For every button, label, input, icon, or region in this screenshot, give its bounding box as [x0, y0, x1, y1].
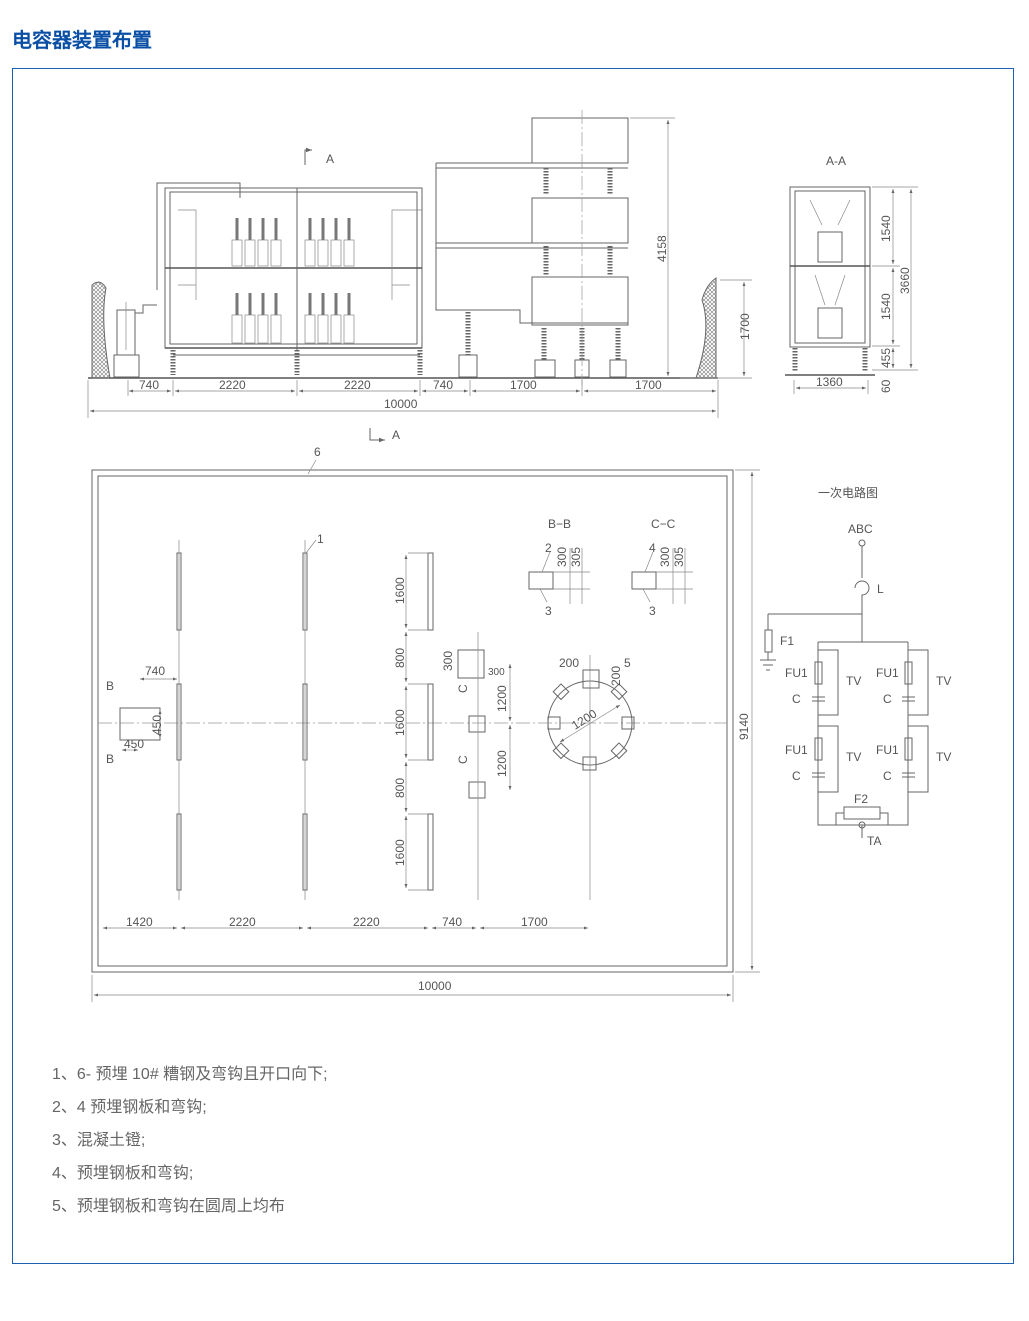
fuse-label: FU1 [785, 743, 808, 757]
ct-label: TA [867, 834, 881, 848]
elev-dim: 740 [433, 378, 453, 392]
elev-dim: 2220 [344, 378, 371, 392]
elev-total: 10000 [384, 397, 418, 411]
section-mark-b: B [106, 679, 114, 693]
primary-circuit-diagram: 一次电路图 ABC L F1 FU1 FU1 FU1 FU1 TV TV TV … [760, 485, 951, 848]
page-title: 电容器装置布置 [12, 30, 152, 52]
notes-list: 1、6- 预埋 10# 糟钢及弯钩且开口向下; 2、4 预埋钢板和弯钩; 3、混… [52, 1058, 328, 1223]
plan-vdim: 1600 [393, 577, 407, 604]
tv-label: TV [846, 750, 861, 764]
note-item: 3、混凝土镫; [52, 1132, 146, 1149]
cap-label: C [792, 692, 801, 706]
bb-label: 2 [545, 541, 552, 555]
dim-1200: 1200 [495, 750, 509, 777]
plan-dim: 2220 [353, 915, 380, 929]
cap-label: C [883, 769, 892, 783]
aa-dim: 455 [879, 348, 893, 368]
elev-wall-height: 1700 [738, 313, 752, 340]
section-mark-b: B [106, 752, 114, 766]
note-item: 1、6- 预埋 10# 糟钢及弯钩且开口向下; [52, 1066, 328, 1083]
elev-dim: 2220 [219, 378, 246, 392]
dim-200: 200 [609, 666, 623, 686]
plan-vdim: 800 [393, 648, 407, 668]
aa-dim: 3660 [898, 267, 912, 294]
elev-dim: 1700 [510, 378, 537, 392]
plan-depth: 9140 [737, 713, 751, 740]
bb-dim: 300 [555, 547, 569, 567]
label-6: 6 [314, 445, 321, 459]
note-item: 4、预埋钢板和弯钩; [52, 1165, 194, 1182]
note-item: 2、4 预埋钢板和弯钩; [52, 1099, 207, 1116]
drawing-panel [12, 68, 1014, 1264]
foundation-plan: 6 1 1600 800 1600 800 1600 740 450 450 B… [91, 445, 760, 1002]
plan-dim: 740 [442, 915, 462, 929]
plan-vdim: 1600 [393, 839, 407, 866]
cap-label: C [792, 769, 801, 783]
front-elevation: A A 740 2220 2220 740 1700 1700 10000 41… [87, 110, 752, 443]
cc-label: 3 [649, 604, 656, 618]
section-mark-a-bottom: A [392, 428, 400, 442]
plan-dim: 2220 [229, 915, 256, 929]
plan-dim: 1700 [521, 915, 548, 929]
section-mark-a-top: A [326, 152, 334, 166]
dim-1200-diameter: 1200 [569, 706, 599, 732]
wall-right [695, 277, 717, 379]
fuse-label: FU1 [876, 743, 899, 757]
aa-dim: 1540 [879, 215, 893, 242]
tv-label: TV [936, 674, 951, 688]
dim-1200: 1200 [495, 685, 509, 712]
label-5: 5 [624, 656, 631, 670]
section-cc-title: C−C [651, 517, 676, 531]
aa-dim: 1540 [879, 293, 893, 320]
plan-dim: 1420 [126, 915, 153, 929]
dim-740: 740 [145, 664, 165, 678]
tv-label: TV [936, 750, 951, 764]
elev-height: 4158 [655, 235, 669, 262]
fuse-label: FU1 [876, 666, 899, 680]
section-a-a: A-A 1540 1540 3660 455 60 1360 [785, 154, 918, 394]
arrester-f1-label: F1 [780, 634, 794, 648]
section-mark-c: C [456, 755, 470, 764]
arrester-f2-label: F2 [854, 792, 868, 806]
aa-dim: 60 [879, 379, 893, 393]
bb-label: 3 [545, 604, 552, 618]
section-aa-title: A-A [826, 154, 846, 168]
circuit-input: ABC [848, 522, 873, 536]
plan-vdim: 1600 [393, 709, 407, 736]
plan-vdim: 800 [393, 778, 407, 798]
dim-300: 300 [441, 651, 455, 671]
elev-dim: 740 [139, 378, 159, 392]
cc-label: 4 [649, 541, 656, 555]
bb-dim: 305 [569, 547, 583, 567]
elev-dim: 1700 [635, 378, 662, 392]
dim-450: 450 [150, 715, 164, 735]
label-1: 1 [317, 532, 324, 546]
section-mark-c: C [456, 684, 470, 693]
dim-200: 200 [559, 656, 579, 670]
dim-300: 300 [488, 667, 505, 678]
dim-450: 450 [124, 737, 144, 751]
note-item: 5、预埋钢板和弯钩在圆周上均布 [52, 1198, 285, 1215]
aa-dim: 1360 [816, 375, 843, 389]
cap-label: C [883, 692, 892, 706]
wall-left [91, 281, 111, 379]
plan-total: 10000 [418, 979, 452, 993]
section-bb-title: B−B [548, 517, 571, 531]
cc-dim: 305 [672, 547, 686, 567]
reactor-label: L [877, 582, 884, 596]
cc-dim: 300 [658, 547, 672, 567]
tv-label: TV [846, 674, 861, 688]
fuse-label: FU1 [785, 666, 808, 680]
circuit-title: 一次电路图 [818, 485, 878, 500]
